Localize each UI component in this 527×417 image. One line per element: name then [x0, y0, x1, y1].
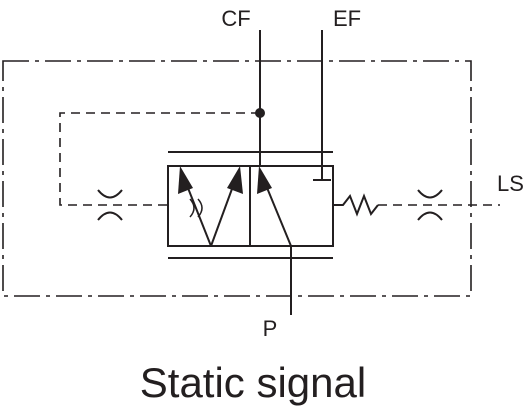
port-label-ls: LS	[497, 171, 524, 196]
flow-arrow-right-icon	[257, 166, 292, 247]
junction-dot	[255, 108, 265, 118]
caption: Static signal	[140, 359, 366, 406]
orifice-right-icon	[417, 189, 443, 221]
port-label-cf: CF	[221, 6, 250, 31]
orifice-left-icon	[97, 189, 123, 221]
pilot-line-left	[59, 112, 260, 206]
port-label-ef: EF	[333, 6, 361, 31]
port-label-p: P	[263, 316, 278, 341]
flow-arrows-left-icon	[178, 166, 243, 247]
spring-icon	[333, 193, 379, 217]
adjust-symbol-icon	[189, 198, 203, 218]
housing-boundary	[2, 60, 472, 297]
